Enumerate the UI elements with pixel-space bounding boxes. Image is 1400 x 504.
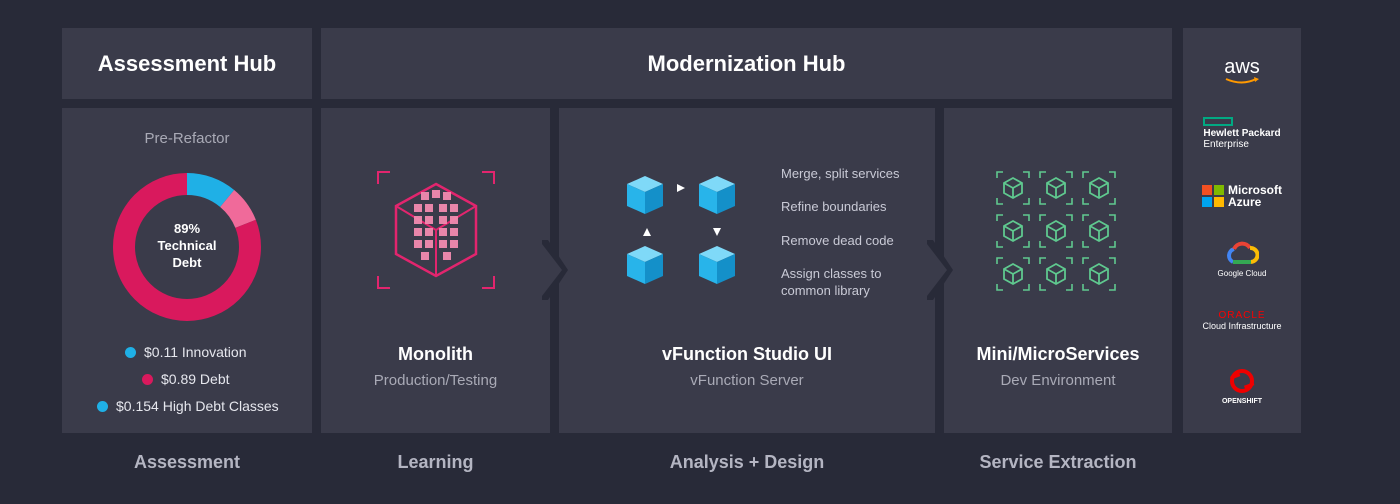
monolith-panel: Monolith Production/Testing (321, 108, 550, 433)
google-cloud-text: Google Cloud (1217, 269, 1267, 278)
microservice-cube-icon (1039, 257, 1073, 291)
openshift-text: OPENSHIFT (1221, 397, 1263, 405)
assessment-panel: Pre-Refactor 89% Technical Debt $0.11 In… (62, 108, 312, 433)
legend-innovation-label: $0.11 Innovation (144, 344, 247, 360)
modernization-hub-header: Modernization Hub (321, 28, 1172, 99)
action-assign-classes: Assign classes to common library (781, 266, 882, 298)
oracle-logo: ORACLE Cloud Infrastructure (1183, 308, 1301, 334)
hpe-line2: Enterprise (1203, 138, 1249, 150)
legend-debt: $0.89 Debt (142, 371, 230, 387)
action-remove-dead-code: Remove dead code (781, 233, 894, 248)
microservices-grid-icon (996, 171, 1116, 291)
microservice-cube-icon (996, 257, 1030, 291)
azure-line1: Microsoft (1228, 183, 1282, 197)
assessment-hub-title: Assessment Hub (97, 50, 277, 76)
azure-logo: Microsoft Azure (1183, 182, 1301, 210)
azure-line2: Azure (1228, 195, 1262, 209)
assessment-hub-header: Assessment Hub (62, 28, 312, 99)
stage-analysis-design: Analysis + Design (669, 452, 825, 472)
donut-center-line2: Technical (157, 238, 216, 253)
aws-logo-text: aws (1224, 56, 1260, 78)
openshift-icon (1229, 368, 1255, 393)
micro-name: Mini/MicroServices (976, 344, 1140, 364)
studio-name: vFunction Studio UI (662, 344, 832, 364)
microservice-cube-icon (996, 171, 1030, 205)
high-debt-dot (97, 400, 108, 412)
hpe-line1: Hewlett Packard (1203, 127, 1281, 139)
legend-high-debt: $0.154 High Debt Classes (97, 398, 279, 414)
micro-sub: Dev Environment (1000, 372, 1116, 389)
chevron-right-icon (927, 240, 953, 300)
oracle-line2: Cloud Infrastructure (1202, 320, 1282, 331)
microsoft-windows-icon (1202, 185, 1224, 207)
monolith-name: Monolith (398, 344, 473, 364)
monolith-sub: Production/Testing (373, 372, 498, 389)
stage-assessment: Assessment (133, 452, 241, 472)
studio-panel: Merge, split services Refine boundaries … (559, 108, 935, 433)
donut-center-line3: Debt (173, 255, 203, 270)
google-cloud-logo: Google Cloud (1183, 236, 1301, 282)
legend-high-debt-label: $0.154 High Debt Classes (116, 398, 279, 414)
chevron-right-icon (542, 240, 568, 300)
microservice-cube-icon (996, 214, 1030, 248)
monolith-icon (377, 171, 495, 289)
aws-logo: aws (1183, 54, 1301, 88)
microservices-panel: Mini/MicroServices Dev Environment (944, 108, 1172, 433)
aws-smile-icon (1225, 77, 1259, 84)
action-merge-split: Merge, split services (781, 166, 900, 181)
microservice-cube-icon (1039, 171, 1073, 205)
openshift-logo: OPENSHIFT (1183, 362, 1301, 408)
action-refine-boundaries: Refine boundaries (781, 199, 887, 214)
studio-sub: vFunction Server (690, 372, 804, 389)
cloud-providers-panel: aws Hewlett Packard Enterprise Microsoft… (1183, 28, 1301, 433)
stage-service-extraction: Service Extraction (979, 452, 1137, 472)
stage-learning: Learning (397, 452, 474, 472)
hpe-bar-icon (1203, 116, 1234, 126)
hpe-logo: Hewlett Packard Enterprise (1183, 116, 1301, 150)
legend-innovation: $0.11 Innovation (125, 344, 247, 360)
oracle-line1: ORACLE (1218, 309, 1266, 321)
google-cloud-icon (1227, 241, 1259, 264)
refactor-cubes-icon (627, 176, 735, 284)
donut-segment (113, 173, 261, 321)
debt-dot (142, 373, 153, 385)
microservice-cube-icon (1082, 214, 1116, 248)
microservice-cube-icon (1082, 257, 1116, 291)
legend-debt-label: $0.89 Debt (161, 371, 230, 387)
pre-refactor-title: Pre-Refactor (144, 130, 230, 147)
donut-center-percent: 89% (174, 221, 200, 236)
innovation-dot (125, 346, 136, 358)
microservice-cube-icon (1039, 214, 1073, 248)
technical-debt-donut: 89% Technical Debt (113, 173, 261, 321)
modernization-hub-title: Modernization Hub (647, 50, 846, 76)
microservice-cube-icon (1082, 171, 1116, 205)
